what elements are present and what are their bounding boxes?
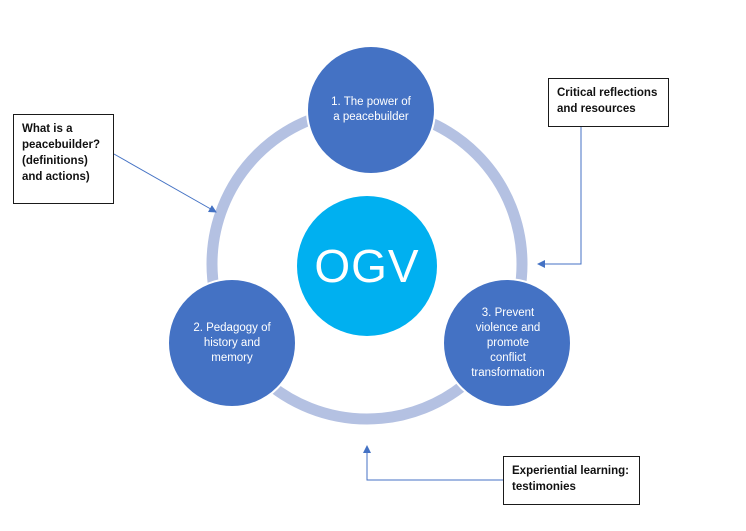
callout-experiential: Experiential learning: testimonies — [503, 456, 640, 505]
center-label: OGV — [314, 240, 420, 292]
center-circle — [297, 196, 437, 336]
node-2-circle — [167, 278, 297, 408]
arrow-experiential — [363, 445, 503, 481]
node-1-label: 1. The power of a peacebuilder — [331, 96, 411, 123]
callout-peacebuilder: What is a peacebuilder? (definitions) an… — [13, 114, 114, 204]
arrow-peacebuilder — [113, 153, 217, 213]
arrow-critical — [537, 127, 582, 268]
node-3-circle — [442, 278, 572, 408]
node-3-label: 3. Prevent violence and promote conflict… — [471, 306, 545, 379]
callout-critical: Critical reflections and resources — [548, 78, 669, 127]
node-1-circle — [306, 45, 436, 175]
node-2-label: 2. Pedagogy of history and memory — [193, 321, 271, 364]
